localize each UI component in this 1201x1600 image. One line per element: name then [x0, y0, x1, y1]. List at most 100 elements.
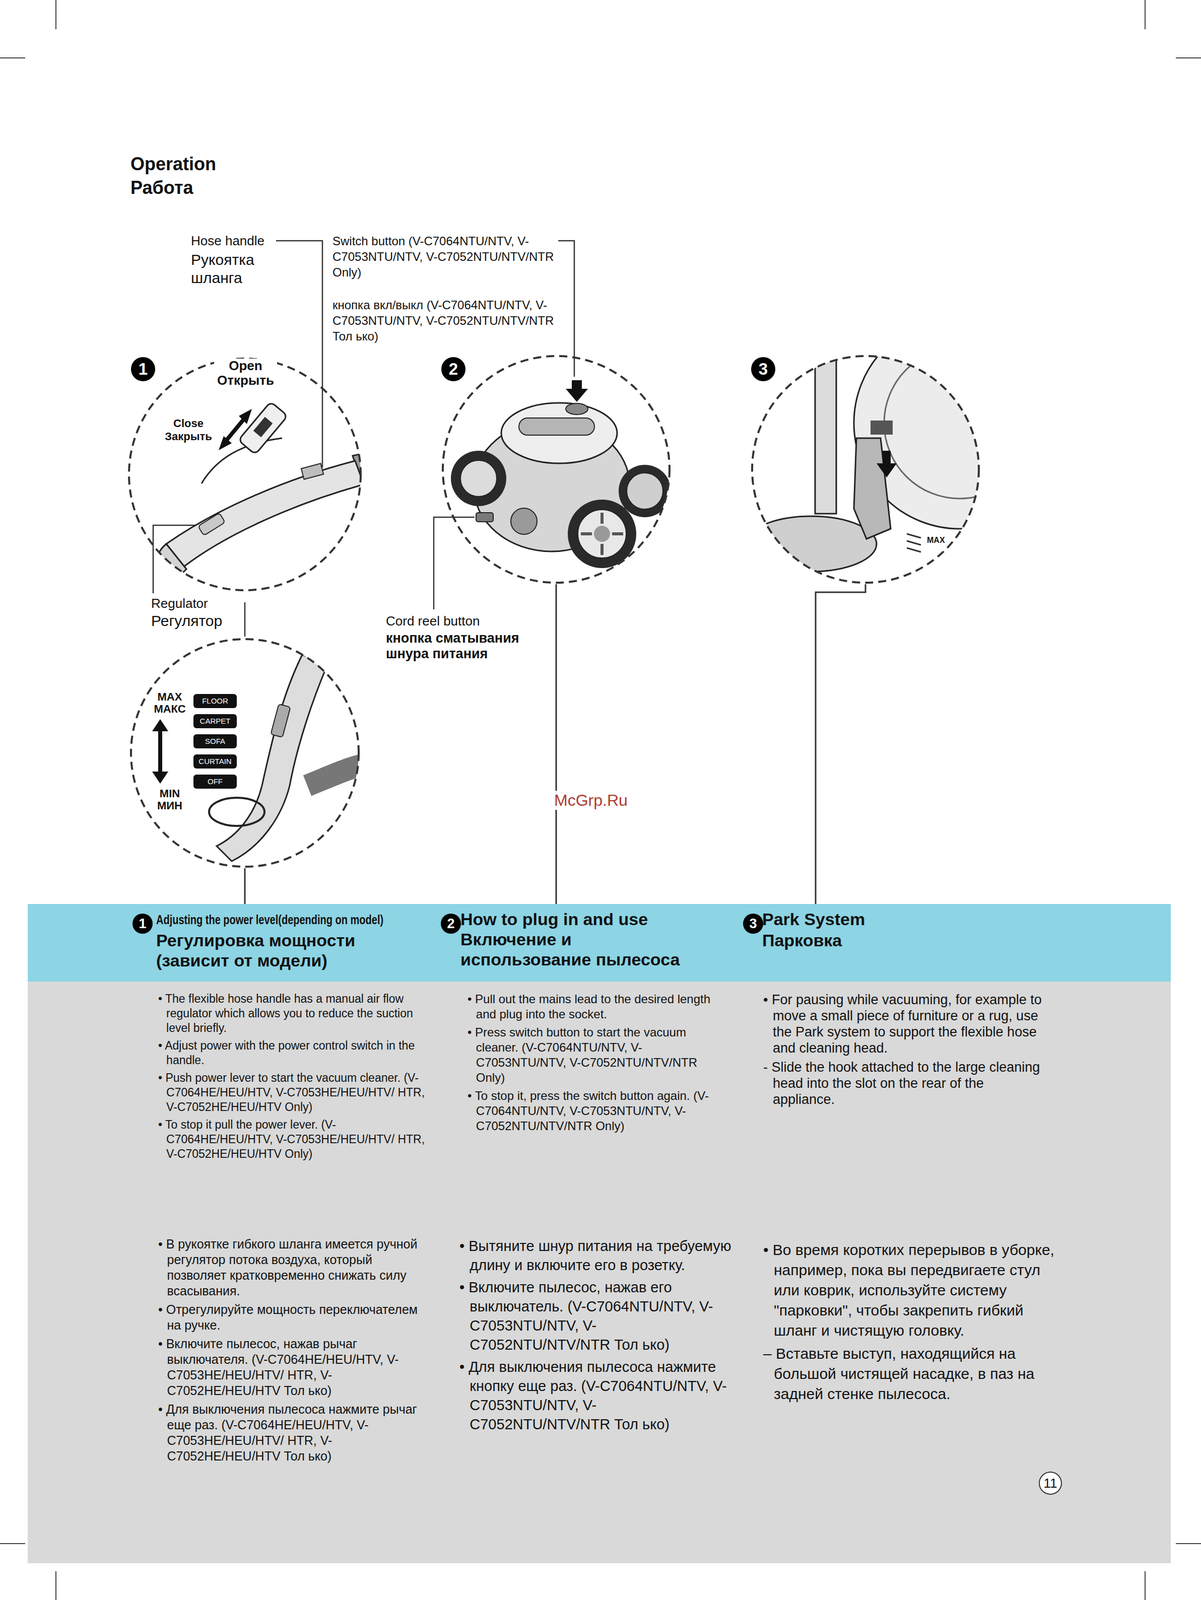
vacuum-body-drawing	[600, 512, 604, 524]
hose-handle-drawing	[155, 402, 407, 590]
vacuum-body-drawing	[580, 512, 624, 556]
crop-mark	[55, 0, 57, 30]
dashed-circle	[130, 639, 359, 867]
mode-box: FLOOR	[193, 694, 237, 709]
section-heading: Park System	[762, 909, 865, 930]
part-label: Cord reel button	[385, 613, 480, 629]
crop-mark	[1144, 0, 1146, 30]
bullet-text: • Push power lever to start the vacuum c…	[158, 1071, 426, 1115]
part-label: Regulator	[151, 595, 209, 612]
section-heading: Регулировка мощности (зависит от модели)	[156, 930, 419, 971]
part-label: Close Закрыть	[161, 417, 216, 444]
vacuum-body-drawing	[626, 473, 663, 510]
vacuum-body-drawing	[580, 532, 592, 536]
hose-handle-drawing	[225, 418, 245, 442]
dashed-circle	[752, 356, 979, 583]
dashed-circle	[750, 354, 981, 585]
bullet-text: • Press switch button to start the vacuu…	[467, 1025, 730, 1086]
part-label: кнопка вкл/выкл (V-C7064NTU/NTV, V-C7053…	[332, 297, 555, 345]
mode-box: CURTAIN	[193, 754, 237, 769]
bullet-text: • Pull out the mains lead to the desired…	[467, 991, 730, 1023]
leader-line	[244, 602, 246, 637]
mode-box: OFF	[193, 774, 237, 789]
bullet-text: – Вставьте выступ, находящийся на большо…	[763, 1344, 1056, 1405]
mode-label: OFF	[203, 774, 227, 789]
bullet-text: • Для выключения пылесоса нажмите кнопку…	[459, 1357, 732, 1435]
vacuum-body-drawing	[460, 460, 497, 497]
section-heading: Включение и использование пылесоса	[460, 929, 703, 970]
crop-mark	[1175, 57, 1201, 59]
scale-label: MIN МИН	[152, 787, 188, 813]
section-heading: Adjusting the power level(depending on m…	[156, 912, 384, 928]
mode-box: CARPET	[193, 714, 237, 729]
page-title: Operation	[130, 153, 217, 175]
vacuum-body-drawing	[565, 403, 588, 415]
body-band	[27, 981, 1171, 1564]
mode-label: CURTAIN	[194, 754, 236, 769]
dashed-circle	[128, 358, 361, 591]
regulator-drawing	[270, 704, 291, 738]
vacuum-body-drawing	[565, 380, 588, 403]
bullet-text: • Включите пылесос, нажав его выключател…	[459, 1278, 732, 1355]
park-system-drawing	[906, 541, 921, 546]
part-label: Open Открыть	[214, 358, 278, 388]
vacuum-body-drawing	[501, 403, 618, 464]
page-title: Работа	[130, 177, 194, 199]
hose-handle-drawing	[197, 512, 226, 536]
bullet-text: • Вытяните шнур питания на требуемую дли…	[459, 1236, 732, 1276]
park-system-drawing	[906, 534, 921, 553]
mode-box: SOFA	[193, 734, 237, 749]
hose-handle-drawing	[155, 544, 187, 590]
instruction-section: 1Adjusting the power level(depending on …	[122, 904, 429, 1564]
bullet-text: • To stop it, press the switch button ag…	[467, 1088, 730, 1134]
connector-line	[244, 868, 246, 905]
vacuum-body-drawing	[510, 508, 538, 535]
dashed-circle	[129, 637, 361, 869]
vacuum-body-drawing	[567, 499, 637, 569]
hose-handle-drawing	[166, 460, 364, 567]
part-label: кнопка сматывания шнура питания	[385, 630, 538, 662]
park-system-drawing	[870, 420, 893, 435]
page-number: 11	[1038, 1472, 1062, 1496]
regulator-drawing	[152, 771, 169, 784]
vacuum-body-drawing	[577, 509, 627, 559]
crop-mark	[0, 57, 26, 59]
dashed-circle	[441, 354, 672, 585]
part-label: Switch button (V-C7064NTU/NTV, V-C7053NT…	[332, 233, 555, 281]
bullet-text: • Отрегулируйте мощность переключателем …	[158, 1302, 426, 1334]
regulator-drawing	[209, 797, 265, 827]
hose-handle-drawing	[301, 463, 324, 480]
park-system-drawing	[876, 450, 897, 478]
vacuum-body-drawing	[476, 512, 494, 522]
callout-number: 1	[130, 357, 156, 382]
regulator-drawing	[307, 763, 373, 786]
bullet-text: • В рукоятке гибкого шланга имеется ручн…	[158, 1236, 426, 1300]
vacuum-body-drawing	[593, 525, 611, 543]
park-system-drawing	[906, 534, 921, 539]
text-column: • Pull out the mains lead to the desired…	[467, 991, 730, 1138]
hose-handle-drawing	[201, 438, 283, 484]
crop-mark	[0, 1543, 26, 1545]
mode-label: SOFA	[201, 734, 230, 749]
heading-band	[27, 904, 1171, 982]
section-heading: How to plug in and use	[460, 909, 648, 930]
mode-label: CARPET	[195, 714, 235, 729]
section-heading: Парковка	[762, 930, 1065, 951]
bullet-text: - Slide the hook attached to the large c…	[763, 1059, 1046, 1108]
dashed-circle	[442, 356, 670, 583]
crop-mark	[55, 1571, 57, 1600]
crop-mark	[1175, 1543, 1201, 1545]
connector-line	[555, 584, 558, 905]
callout-number: 1	[132, 913, 153, 934]
park-system-drawing	[906, 548, 921, 553]
bullet-text: • To stop it pull the power lever. (V-C7…	[158, 1117, 426, 1162]
mode-label: FLOOR	[197, 694, 233, 709]
instruction-section: 2How to plug in and useВключение и испол…	[432, 904, 736, 1564]
watermark: McGrp.Ru	[549, 790, 633, 811]
text-column: • Вытяните шнур питания на требуемую дли…	[459, 1236, 732, 1438]
dashed-circle	[127, 357, 363, 592]
hose-handle-drawing	[253, 417, 273, 438]
leader-line	[276, 240, 323, 468]
